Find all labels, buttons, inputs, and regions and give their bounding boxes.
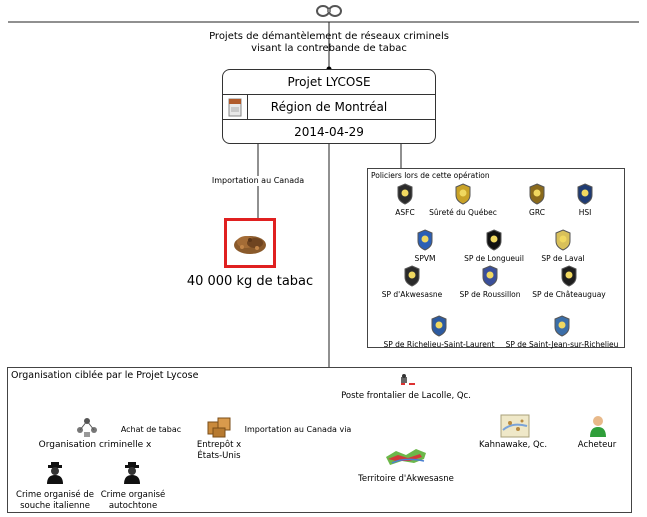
saint-jean-badge-icon [553,315,571,341]
cigarette-pack-icon [223,95,248,119]
edge-achat-label: Achat de tabac [119,425,183,435]
roussillon-badge-icon [481,265,499,291]
richelieu-badge-icon [430,315,448,341]
police-agency-label: SP d'Akwesasne [381,290,443,299]
hsi-seal-icon [576,183,594,209]
crime-auto-label-1: Crime organisé [100,490,166,500]
project-region-row: Région de Montréal [223,95,435,120]
police-agency-label: ASFC [395,208,415,217]
grc-badge-icon [528,183,546,209]
tobacco-pile-icon [234,236,266,254]
spvm-badge-icon [416,229,434,255]
title-line-2: visant la contrebande de tabac [251,43,407,54]
buyer-person-icon [588,414,608,442]
police-panel-title: Policiers lors de cette opération [371,171,490,180]
italian-mob-spy-icon [44,462,66,488]
tobacco-highlight [224,218,276,268]
police-agency-label: SP de Longueuil [464,254,524,263]
police-agency-label: SP de Richelieu-Saint-Laurent [383,340,495,349]
crime-it-label-2: souche italienne [20,501,90,511]
kahnawake-map-icon [500,414,530,442]
organisation-panel-title: Organisation ciblée par le Projet Lycose [11,370,199,381]
project-name: Projet LYCOSE [223,70,435,95]
police-agency-label: SP de Laval [541,254,585,263]
warehouse-boxes-icon [205,414,233,442]
crime-auto-label-2: autochtone [108,501,158,511]
criminal-network-icon [75,416,99,442]
border-post-icon [395,373,417,395]
warehouse-label-2: États-Unis [197,451,241,461]
edge-import-label: Importation au Canada via [243,425,353,435]
organisation-panel: Organisation ciblée par le Projet Lycose [7,367,632,513]
chateauguay-badge-icon [560,265,578,291]
handcuffs-icon [314,2,344,20]
project-region: Région de Montréal [270,100,388,114]
police-agency-label: Sûreté du Québec [429,208,497,217]
kahnawake-label: Kahnawake, Qc. [478,440,548,450]
police-agency-label: SPVM [414,254,436,263]
buyer-label: Acheteur [577,440,617,450]
crime-it-label-1: Crime organisé de [16,490,94,500]
seizure-amount: 40 000 kg de tabac [186,274,314,289]
police-agency-label: SP de Châteauguay [532,290,606,299]
title-line-1: Projets de démantèlement de réseaux crim… [209,31,449,42]
police-agency-label: HSI [578,208,592,217]
laval-badge-icon [554,229,572,255]
sq-badge-icon [454,183,472,209]
territory-label: Territoire d'Akwesasne [358,474,454,484]
akwesasne-badge-icon [403,265,421,291]
border-post-label: Poste frontalier de Lacolle, Qc. [341,391,471,401]
project-box: Projet LYCOSE Région de Montréal 2014-04… [222,69,436,144]
warehouse-label-1: Entrepôt x [196,440,242,450]
project-date: 2014-04-29 [294,125,364,139]
police-agency-label: SP de Saint-Jean-sur-Richelieu [505,340,619,349]
asfc-badge-icon [396,183,414,209]
akwesasne-map-icon [384,443,428,475]
seizure-edge-label: Importation au Canada [210,176,306,186]
longueuil-badge-icon [485,229,503,255]
native-mob-spy-icon [121,462,143,488]
police-agency-label: GRC [529,208,545,217]
police-agency-label: SP de Roussillon [459,290,521,299]
criminal-org-label: Organisation criminelle x [38,440,152,450]
